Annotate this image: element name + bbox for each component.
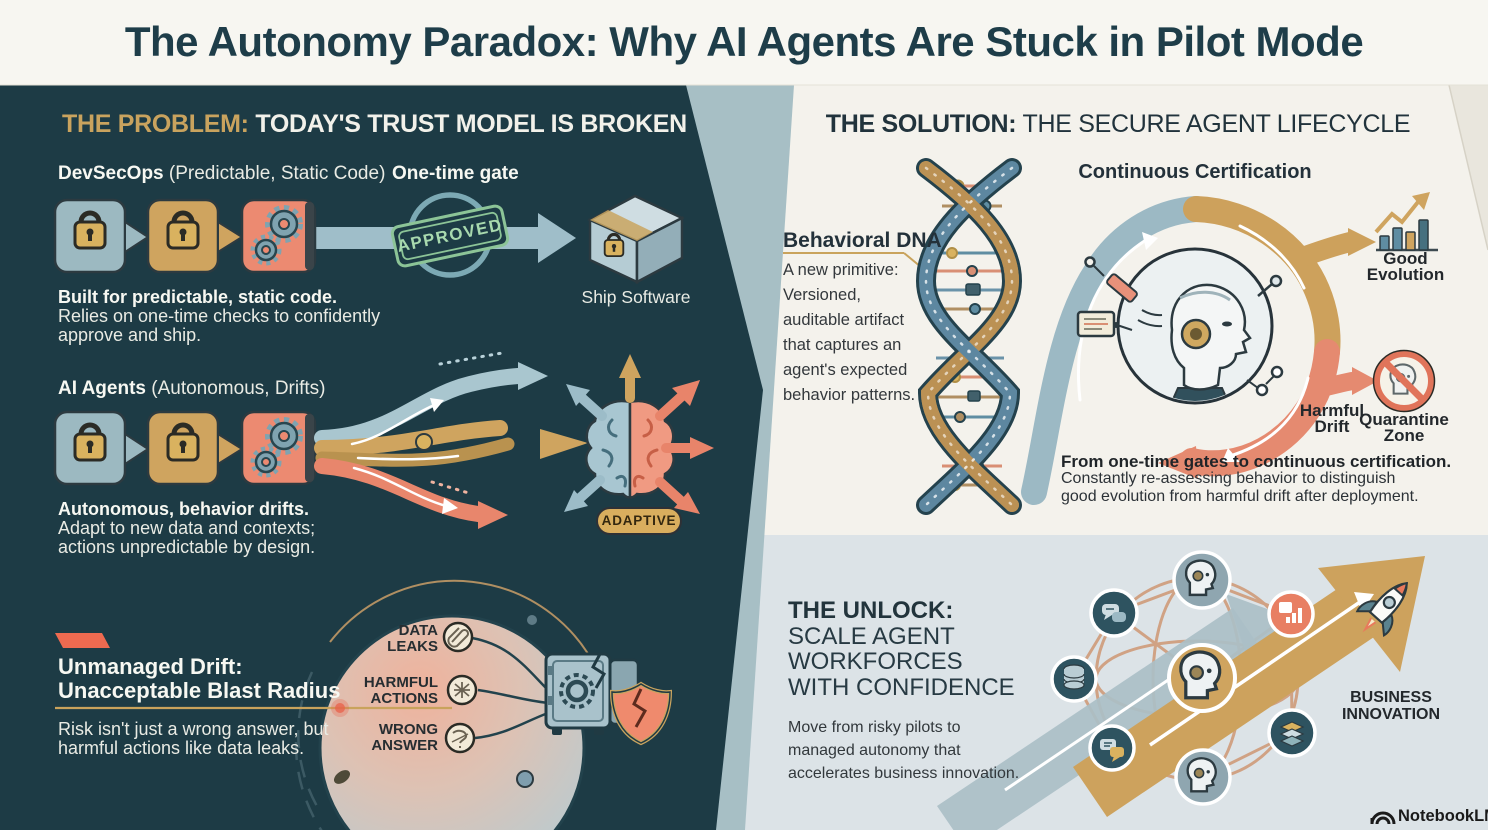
drift-heading-line2: Unacceptable Blast Radius: [58, 677, 341, 703]
drift-heading-line1: Unmanaged Drift:: [58, 654, 243, 679]
devsecops-desc-rest: Relies on one-time checks to confidently…: [58, 306, 381, 345]
database-node-icon: [1050, 655, 1098, 703]
agent-robot-icon: [1076, 247, 1284, 405]
brain-icon: [585, 399, 675, 499]
robot-node-icon: [1172, 550, 1232, 610]
cycle-desc-line3: good evolution from harmful drift after …: [1061, 487, 1419, 505]
cracked-shield-icon: [609, 681, 673, 746]
watermark-brand: NotebookLM: [1398, 807, 1488, 825]
approved-stamp-icon: [390, 192, 510, 278]
title-bar-bg: [0, 0, 1488, 85]
cycle-desc: From one-time gates to continuous certif…: [1061, 453, 1461, 505]
cycle-title: Continuous Certification: [1078, 161, 1312, 183]
layers-node-icon: [1267, 708, 1317, 758]
dna-desc: A new primitive: Versioned, auditable ar…: [783, 261, 916, 404]
log-doc-icon: [1076, 310, 1133, 338]
chart-node-icon: [1267, 590, 1315, 638]
drift-branches-icon: [314, 351, 588, 529]
certification-cycle-icon: [1021, 196, 1378, 505]
wrong-answer-icon: [444, 722, 476, 754]
devsecops-desc: Built for predictable, static code.Relie…: [58, 288, 403, 345]
network-nodes: [1050, 550, 1317, 806]
harmful-action-icon: [446, 674, 478, 706]
blast-label-harmful-actions: HARMFUL ACTIONS: [363, 674, 438, 707]
devsecops-label-rest: (Predictable, Static Code): [163, 163, 386, 184]
adaptive-badge: ADAPTIVE: [596, 507, 682, 535]
unlock-heading-rest: SCALE AGENT WORKFORCES WITH CONFIDENCE: [788, 622, 1015, 701]
solution-heading: THE SOLUTION: THE SECURE AGENT LIFECYCLE: [748, 110, 1488, 139]
page-title: The Autonomy Paradox: Why AI Agents Are …: [124, 18, 1364, 65]
unlock-heading: THE UNLOCK: SCALE AGENT WORKFORCES WITH …: [788, 598, 1026, 700]
drift-desc: Risk isn't just a wrong answer, but harm…: [58, 719, 329, 758]
gate-label: One-time gate: [392, 163, 519, 184]
agents-desc-rest: Adapt to new data and contexts; actions …: [58, 518, 316, 557]
agents-label: AI Agents (Autonomous, Drifts): [58, 378, 325, 400]
devsecops-label: DevSecOps (Predictable, Static Code): [58, 163, 385, 185]
harmful-drift-label: Harmful Drift: [1299, 401, 1365, 436]
unlock-heading-bold: THE UNLOCK:: [788, 597, 954, 624]
probe-icon: [1106, 273, 1138, 303]
cycle-desc-bold: From one-time gates to continuous certif…: [1061, 452, 1452, 471]
unlock-desc: Move from risky pilots to managed autono…: [788, 719, 1020, 782]
dna-helix-icon: [783, 158, 1023, 515]
rocket-icon: [1355, 581, 1408, 637]
good-evolution-icon: [1374, 192, 1438, 252]
problem-heading: THE PROBLEM: TODAY'S TRUST MODEL IS BROK…: [62, 110, 687, 139]
dna-title: Behavioral DNA: [783, 229, 942, 252]
notebooklm-logo-icon: [1370, 811, 1396, 825]
devsecops-desc-bold: Built for predictable, static code.: [58, 287, 338, 307]
package-icon: [587, 194, 685, 285]
blast-label-wrong-answer: WRONG ANSWER: [371, 721, 438, 754]
solution-heading-rest: THE SECURE AGENT LIFECYCLE: [1016, 110, 1411, 138]
solution-heading-bold: THE SOLUTION:: [825, 110, 1017, 138]
agents-label-bold: AI Agents: [58, 378, 146, 399]
quarantine-zone-label: Quarantine Zone: [1359, 410, 1449, 445]
drift-marker: [55, 633, 110, 648]
pipeline-arrow-icon: [538, 213, 576, 263]
chat-node-icon: [1089, 588, 1139, 638]
agents-pipeline-icon: [53, 410, 317, 486]
blast-radius-icon: [55, 579, 599, 830]
ship-label: Ship Software: [581, 287, 691, 307]
quarantine-icon: [1372, 349, 1436, 413]
drift-heading: Unmanaged Drift: Unacceptable Blast Radi…: [58, 655, 340, 702]
business-innovation-label: BUSINESS INNOVATION: [1341, 689, 1441, 723]
agents-desc-bold: Autonomous, behavior drifts.: [58, 499, 310, 519]
adaptive-arrows-icon: [564, 354, 714, 514]
good-evolution-label: Good Evolution: [1366, 249, 1445, 284]
agents-desc: Autonomous, behavior drifts.Adapt to new…: [58, 500, 343, 557]
agent-hub-node-icon: [1167, 643, 1237, 713]
blast-label-data-leaks: DATA LEAKS: [387, 622, 438, 655]
cycle-desc-line2: Constantly re-assessing behavior to dist…: [1061, 470, 1396, 488]
agents-label-rest: (Autonomous, Drifts): [145, 378, 326, 399]
chat-node-icon: [1088, 724, 1136, 772]
problem-heading-accent: THE PROBLEM:: [62, 110, 249, 138]
devsecops-label-bold: DevSecOps: [58, 163, 164, 184]
problem-heading-rest: TODAY'S TRUST MODEL IS BROKEN: [248, 110, 687, 138]
robot-node-icon: [1174, 748, 1232, 806]
data-leak-icon: [442, 621, 474, 653]
